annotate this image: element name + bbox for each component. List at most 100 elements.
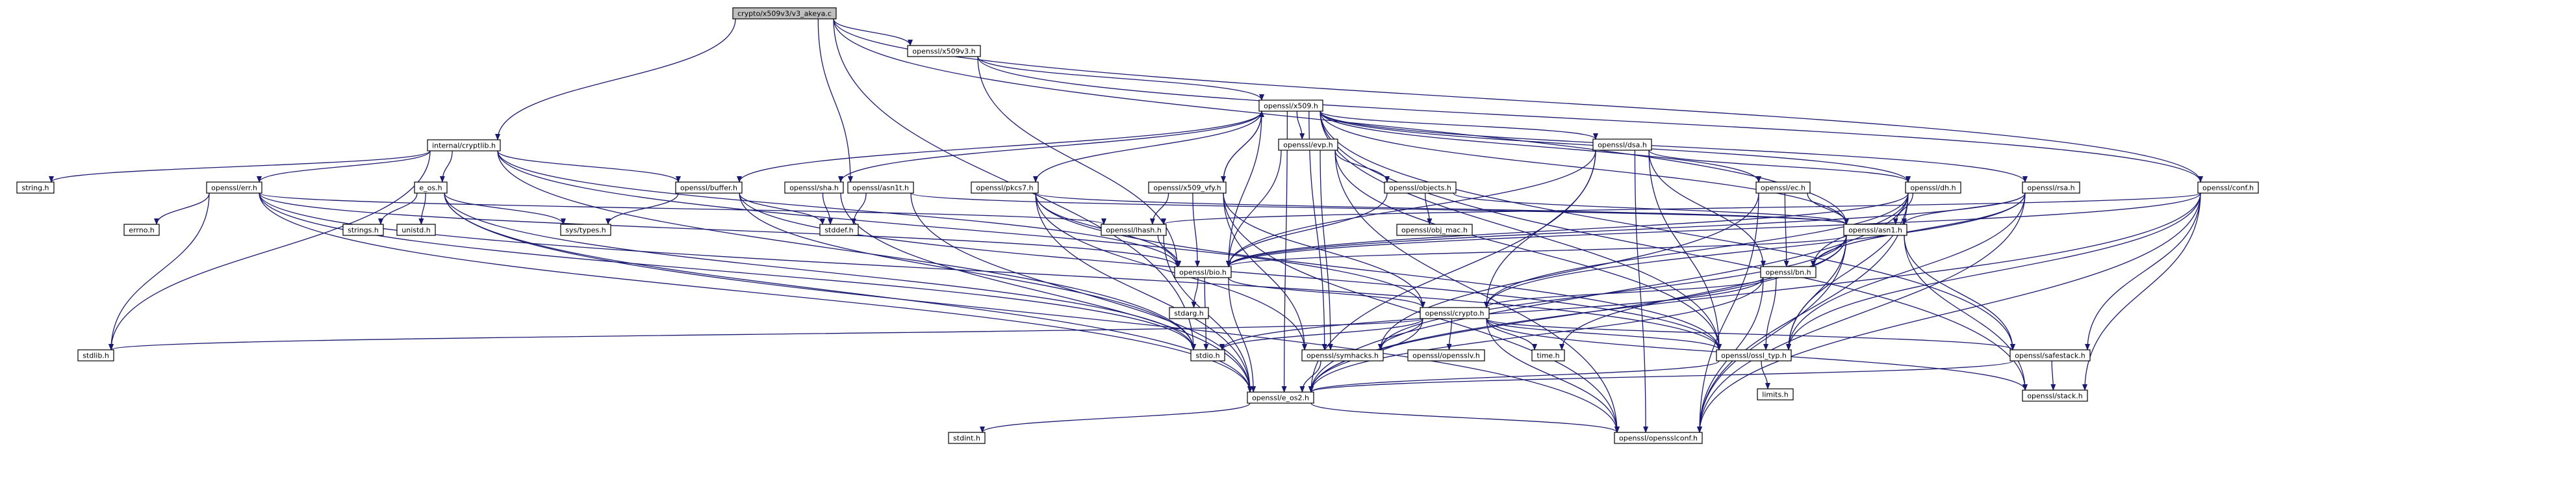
node-asn1t[interactable]: openssl/asn1t.h xyxy=(847,181,914,194)
node-box xyxy=(206,181,262,194)
node-dsa[interactable]: openssl/dsa.h xyxy=(1592,138,1652,151)
node-lhash[interactable]: openssl/lhash.h xyxy=(1101,224,1167,236)
node-symhacks[interactable]: openssl/symhacks.h xyxy=(1301,349,1384,362)
edge-x509-to-evp xyxy=(1296,111,1305,140)
edge-x509-to-pkcs7 xyxy=(1033,111,1262,183)
edge-err-to-stdlib xyxy=(108,192,210,350)
node-label: openssl/asn1t.h xyxy=(852,184,909,192)
edge-root-to-asn1t xyxy=(817,18,853,183)
node-label: openssl/asn1.h xyxy=(1848,226,1902,235)
node-box xyxy=(414,181,448,194)
node-box xyxy=(732,7,837,20)
node-label: stdlib.h xyxy=(83,352,109,360)
edge-objects-to-objmac xyxy=(1425,192,1433,225)
node-label: openssl/safestack.h xyxy=(2015,352,2085,360)
node-opensslv[interactable]: openssl/opensslv.h xyxy=(1407,349,1485,362)
edge-ossltyp-to-limits xyxy=(1761,360,1770,389)
edge-evp-to-bio xyxy=(1226,150,1282,267)
edge-crypto-to-opensslconf xyxy=(1486,318,1620,433)
node-label: internal/cryptlib.h xyxy=(432,142,496,150)
edge-eos-to-strings xyxy=(378,192,418,225)
edge-bio-to-eos2 xyxy=(1228,277,1256,393)
node-evp[interactable]: openssl/evp.h xyxy=(1278,138,1338,151)
node-crypto[interactable]: openssl/crypto.h xyxy=(1420,307,1490,319)
edge-err-to-stdio xyxy=(259,192,1196,350)
node-sha[interactable]: openssl/sha.h xyxy=(784,181,844,194)
node-dh[interactable]: openssl/dh.h xyxy=(1905,181,1961,194)
edge-x509-to-bio xyxy=(1226,111,1262,267)
node-err[interactable]: openssl/err.h xyxy=(206,181,262,194)
edge-crypto-to-stdlib xyxy=(108,318,1423,350)
edge-eos2-to-stdint xyxy=(980,402,1251,433)
edge-crypto-to-safestack xyxy=(1486,318,2015,350)
node-x509[interactable]: openssl/x509.h xyxy=(1258,99,1323,112)
edge-x509-to-buffer xyxy=(737,111,1262,183)
edge-safestack-to-stack xyxy=(2050,360,2056,391)
edge-crypto-to-stdio xyxy=(1219,318,1423,350)
node-string: string.h xyxy=(16,181,55,194)
node-box xyxy=(1407,349,1485,362)
edge-asn1t-to-stddef xyxy=(850,192,867,225)
edge-x509vfy-to-bio xyxy=(1192,192,1201,267)
node-label: crypto/x509v3/v3_akeya.c xyxy=(737,10,832,18)
edge-buffer-to-stddef xyxy=(739,192,825,225)
edge-asn1-to-opensslconf xyxy=(1697,235,1847,433)
node-x509v3[interactable]: openssl/x509v3.h xyxy=(907,45,981,57)
node-label: openssl/rsa.h xyxy=(2027,184,2074,192)
node-box xyxy=(1760,266,1817,278)
node-safestack[interactable]: openssl/safestack.h xyxy=(2009,349,2091,362)
edge-evp-to-opensslconf xyxy=(1334,150,1620,433)
edge-safestack-to-eos2 xyxy=(1308,360,2013,393)
node-box xyxy=(427,139,501,151)
node-label: string.h xyxy=(21,184,49,192)
edge-rsa-to-opensslconf xyxy=(1697,192,2026,433)
node-box xyxy=(2009,349,2091,362)
node-x509vfy[interactable]: openssl/x509_vfy.h xyxy=(1148,181,1227,194)
node-conf[interactable]: openssl/conf.h xyxy=(2197,181,2259,194)
edge-root-to-conf xyxy=(833,18,2203,183)
edge-eos-to-opensslconf xyxy=(444,192,1620,433)
edge-conf-to-safestack xyxy=(2085,192,2201,350)
node-eos[interactable]: e_os.h xyxy=(414,181,448,194)
node-ec[interactable]: openssl/ec.h xyxy=(1755,181,1811,194)
node-pkcs7[interactable]: openssl/pkcs7.h xyxy=(971,181,1039,194)
node-label: limits.h xyxy=(1762,391,1788,399)
node-label: openssl/x509.h xyxy=(1264,102,1318,111)
edge-dh-to-asn1 xyxy=(1893,192,1913,225)
node-cryptlib[interactable]: internal/cryptlib.h xyxy=(427,139,501,151)
node-box xyxy=(1247,391,1314,404)
node-eos2[interactable]: openssl/e_os2.h xyxy=(1247,391,1314,404)
node-stddef: stddef.h xyxy=(819,224,859,236)
node-label: openssl/opensslconf.h xyxy=(1619,434,1698,443)
edge-bn-to-eos2 xyxy=(1308,277,1764,393)
edge-x509vfy-to-lhash xyxy=(1149,192,1169,225)
edge-x509-to-stack xyxy=(1320,111,2028,391)
node-label: unistd.h xyxy=(402,226,431,235)
edge-dsa-to-crypto xyxy=(1484,150,1596,308)
edge-crypto-to-ossltyp xyxy=(1486,318,1722,350)
node-box xyxy=(1905,181,1961,194)
node-box xyxy=(1190,349,1225,362)
node-box xyxy=(1301,349,1384,362)
node-objmac[interactable]: openssl/obj_mac.h xyxy=(1396,224,1473,236)
edge-crypto-to-symhacks xyxy=(1378,318,1423,350)
node-buffer[interactable]: openssl/buffer.h xyxy=(675,181,743,194)
edge-conf-to-lhash xyxy=(1161,192,2201,225)
node-root[interactable]: crypto/x509v3/v3_akeya.c xyxy=(732,7,837,20)
node-opensslconf[interactable]: openssl/opensslconf.h xyxy=(1614,432,1703,444)
node-stack[interactable]: openssl/stack.h xyxy=(2022,389,2088,402)
node-rsa[interactable]: openssl/rsa.h xyxy=(2022,181,2080,194)
node-bn[interactable]: openssl/bn.h xyxy=(1760,266,1817,278)
edge-err-to-eos2 xyxy=(259,192,1253,393)
node-objects[interactable]: openssl/objects.h xyxy=(1384,181,1457,194)
node-ossltyp[interactable]: openssl/ossl_typ.h xyxy=(1716,349,1792,362)
node-label: openssl/stack.h xyxy=(2027,392,2082,401)
edge-pkcs7-to-eos2 xyxy=(1035,192,1253,393)
node-bio[interactable]: openssl/bio.h xyxy=(1174,266,1232,278)
node-label: openssl/bio.h xyxy=(1179,269,1227,277)
nodes-layer: crypto/x509v3/v3_akeya.c openssl/x509v3.h… xyxy=(16,7,2259,444)
node-asn1[interactable]: openssl/asn1.h xyxy=(1843,224,1907,236)
node-label: openssl/e_os2.h xyxy=(1252,394,1309,402)
edge-asn1t-to-asn1 xyxy=(910,192,1849,225)
